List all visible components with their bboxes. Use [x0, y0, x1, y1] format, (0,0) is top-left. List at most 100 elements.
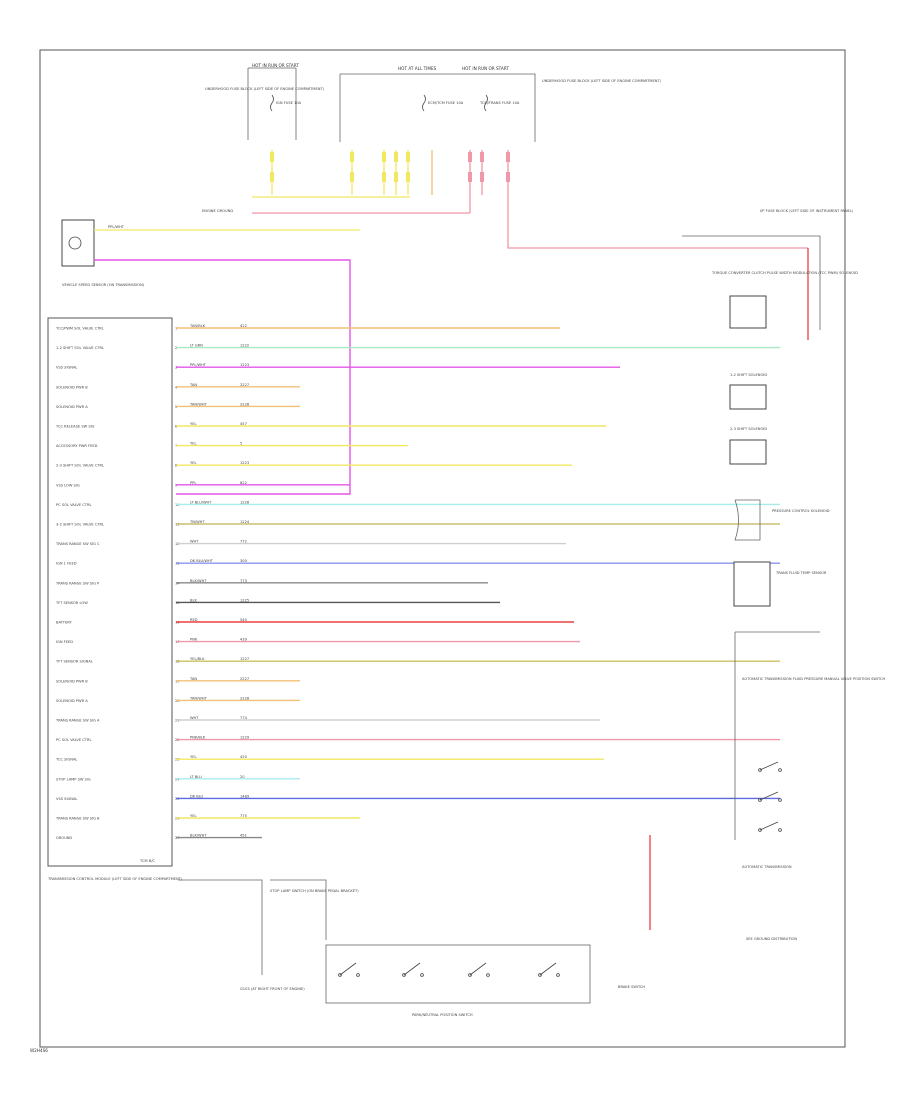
pressure-control-solenoid — [734, 499, 761, 541]
pin-label: TRANS RANGE SW SIG A — [55, 719, 100, 723]
wire-color-label: PNK — [190, 638, 198, 642]
circuit-number: 5 — [240, 442, 242, 446]
wire-color-label: LT BLU/WHT — [190, 500, 212, 504]
circuit-number: 422 — [240, 324, 247, 328]
pin-label: ACCESSORY PWR FEED — [56, 444, 98, 448]
svg-text:UNDERHOOD FUSE BLOCK (LEFT SID: UNDERHOOD FUSE BLOCK (LEFT SIDE OF ENGIN… — [205, 87, 325, 91]
fuse-box-left-outline — [247, 67, 297, 140]
diagram-frame — [39, 49, 846, 1048]
pin-label: SOLENOID PWR B — [56, 385, 88, 389]
top-label-hot-run-right: HOT IN RUN OR START — [462, 66, 509, 71]
circuit-number: 772 — [240, 540, 247, 544]
wire-color-label: YEL — [190, 755, 196, 759]
pin-label: VSS SIGNAL — [56, 366, 77, 370]
wire-color-label: RED — [190, 618, 198, 622]
tcm-module-box — [47, 317, 173, 867]
pin-label: PC SOL VALVE CTRL — [56, 503, 91, 507]
wire-color-label: BLK/WHT — [190, 579, 207, 583]
pin-label: TRANS RANGE SW SIG P — [55, 581, 100, 585]
circuit-number: 420 — [240, 755, 248, 759]
circuit-number: 20 — [240, 775, 245, 779]
pin-label: VSS SIGNAL — [56, 797, 77, 801]
stop-lamp-label: STOP LAMP SWITCH (ON BRAKE PEDAL BRACKET… — [270, 889, 359, 893]
top-bus-lines — [252, 195, 680, 249]
wire-color-label: WHT — [190, 540, 199, 544]
stop-lamp-line — [270, 879, 327, 940]
pin-label: SOLENOID PWR B — [56, 679, 88, 683]
fuse-right-label: TCM/TRANS FUSE 10A — [479, 101, 520, 105]
circuit-number: 1489 — [240, 794, 250, 798]
circuit-number: 457 — [240, 422, 247, 426]
wire-color-label: BLK/WHT — [190, 834, 207, 838]
vss-symbol — [68, 236, 82, 250]
bottom-switch-contacts — [338, 962, 560, 977]
circuit-number: 1223 — [240, 461, 249, 465]
park-neutral-switch-label: PARK/NEUTRAL POSITION SWITCH — [412, 1013, 473, 1017]
pin-label: SOLENOID PWR A — [56, 405, 88, 409]
circuit-number: 2228 — [240, 402, 250, 406]
wire-color-label: LT BLU — [190, 775, 202, 779]
vss-sensor-label: VEHICLE SPEED SENSOR (ON TRANSMISSION) — [62, 283, 145, 287]
pressure-control-label: PRESSURE CONTROL SOLENOID — [772, 509, 830, 513]
shift-solenoid-b-label: 2-3 SHIFT SOLENOID — [730, 427, 767, 431]
bottom-section: G103 (AT RIGHT FRONT OF ENGINE) STOP LAM… — [178, 835, 797, 1017]
circuit-number: 2227 — [240, 383, 249, 387]
wire-color-label: YEL — [190, 461, 196, 465]
tcm-module-label: TRANSMISSION CONTROL MODULE (LEFT SIDE O… — [47, 877, 183, 881]
range-switch-outline — [734, 631, 820, 840]
pin-label: PC SOL VALVE CTRL — [56, 738, 91, 742]
wire-color-label: PPL — [190, 481, 196, 485]
pin-label: TRANS RANGE SW SIG C — [55, 542, 100, 546]
pin-label: IGN FEED — [56, 640, 73, 644]
circuit-number: 1227 — [240, 657, 249, 661]
fuse-mid-label: ECM/TCM FUSE 10A — [428, 101, 464, 105]
circuit-number: 300 — [240, 559, 248, 563]
wire-color-label: LT GRN — [190, 344, 203, 348]
wire-color-label: TAN — [189, 383, 197, 387]
circuit-number: 540 — [240, 618, 248, 622]
brake-switch-label: BRAKE SWITCH — [618, 985, 645, 989]
circuit-number: 439 — [240, 638, 248, 642]
connector-markers-top-red — [468, 152, 510, 182]
pin-label: VSS LOW SIG — [56, 483, 80, 487]
wire-color-label: PNK/BLK — [190, 736, 206, 740]
wire-color-label: TN/WHT — [189, 520, 205, 524]
pin-label: 3-2 SHIFT SOL VALVE CTRL — [56, 523, 104, 527]
top-vertical-wires — [271, 150, 509, 195]
pin-label: TCC RELEASE SW SIG — [55, 425, 95, 429]
right-components: TORQUE CONVERTER CLUTCH PULSE WIDTH MODU… — [711, 271, 886, 869]
circuit-number: 2228 — [240, 696, 250, 700]
circuit-number: 1223 — [240, 363, 249, 367]
wire-color-label: TAN/WHT — [189, 402, 208, 406]
fuse-block-left-label: UNDERHOOD FUSE BLOCK (LEFT SIDE OF ENGIN… — [205, 87, 325, 91]
wire-color-label: TAN — [189, 677, 197, 681]
circuit-number: 1228 — [240, 500, 250, 504]
pin-label: GROUND — [56, 836, 72, 840]
pin-label: IGN 1 FEED — [56, 562, 77, 566]
circuit-number: 822 — [240, 481, 247, 485]
engine-ground-label: ENGINE GROUND — [202, 209, 233, 213]
wire-color-label: TAN/WHT — [189, 696, 208, 700]
fuse-symbols — [270, 94, 488, 112]
pin-label: TFT SENSOR LOW — [55, 601, 88, 605]
pin-label: STOP LAMP SW SIG — [56, 777, 91, 781]
range-switch-contacts — [758, 761, 782, 832]
tft-sensor-box — [733, 561, 771, 607]
pin-label: TRANS RANGE SW SIG B — [55, 817, 100, 821]
wire-color-label: WHT — [190, 716, 199, 720]
shift-solenoid-a-box — [729, 384, 767, 410]
wire-color-label: DK BLU/WHT — [190, 559, 214, 563]
tcc-pwm-solenoid-label: TORQUE CONVERTER CLUTCH PULSE WIDTH MODU… — [711, 271, 858, 275]
circuit-number: 1222 — [240, 344, 249, 348]
pin-label: TCC/PWM SOL VALVE CTRL — [55, 327, 104, 331]
tcc-pwm-solenoid-box — [729, 295, 767, 329]
pin-label: TCC SIGNAL — [55, 758, 77, 762]
top-label-hot-run-left: HOT IN RUN OR START — [252, 63, 299, 68]
circuit-number: 774 — [240, 716, 248, 720]
trans-assembly-label: AUTOMATIC TRANSMISSION — [742, 865, 792, 869]
connector-markers-top — [270, 152, 410, 182]
wire-color-label: YEL — [190, 422, 196, 426]
wire-color-label: PPL/WHT — [190, 363, 207, 367]
vss-wire-label: PPL/WHT — [108, 225, 125, 229]
